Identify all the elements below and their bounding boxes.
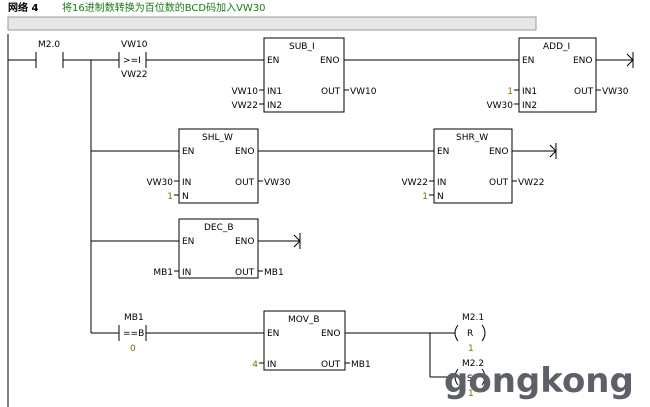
shr-w-n: N <box>437 192 444 202</box>
sub-i-eno: ENO <box>320 56 340 66</box>
shl-w-in: IN <box>182 178 191 188</box>
shl-w-eno: ENO <box>235 147 255 157</box>
mov-b-in-value: 4 <box>252 360 258 370</box>
coil-m2-2[interactable]: M2.2 S 1 <box>454 359 486 399</box>
shr-w-eno: ENO <box>489 147 509 157</box>
mov-b-name: MOV_B <box>288 315 320 325</box>
shr-w-out: OUT <box>489 178 509 188</box>
block-shl-w[interactable]: SHL_W EN ENO IN N OUT <box>178 128 259 204</box>
shr-w-n-value: 1 <box>422 192 428 202</box>
dec-b-eno: ENO <box>235 237 255 247</box>
block-mov-b[interactable]: MOV_B EN ENO IN OUT <box>263 310 346 371</box>
add-i-name: ADD_I <box>543 42 570 52</box>
dec-b-in-value: MB1 <box>153 268 173 278</box>
dec-b-en: EN <box>182 237 194 247</box>
mov-b-in: IN <box>267 360 276 370</box>
dec-b-name: DEC_B <box>204 223 234 233</box>
shl-w-out: OUT <box>235 178 255 188</box>
shl-w-in-value: VW30 <box>146 178 173 188</box>
shr-w-in-value: VW22 <box>401 178 428 188</box>
coil-m2-1-type: R <box>467 329 473 339</box>
dec-b-out: OUT <box>235 268 255 278</box>
compare-contact-ge[interactable]: VW10 >=I VW22 <box>118 40 148 80</box>
shl-w-n: N <box>182 192 189 202</box>
sub-i-out: OUT <box>321 87 341 97</box>
compare-ge-operator: >=I <box>123 56 141 66</box>
sub-i-out-value: VW10 <box>350 87 377 97</box>
sub-i-in1-value: VW10 <box>231 87 258 97</box>
compare-ge-operand1: VW10 <box>121 40 148 50</box>
shl-w-name: SHL_W <box>202 133 233 143</box>
add-i-out-value: VW30 <box>602 87 629 97</box>
contact-m2-0[interactable]: M2.0 <box>35 40 64 68</box>
eno-arrow-icon <box>626 52 634 68</box>
shr-w-out-value: VW22 <box>518 178 545 188</box>
compare-contact-eq[interactable]: MB1 ==B 0 <box>118 313 147 354</box>
coil-m2-1[interactable]: M2.1 R 1 <box>453 313 486 354</box>
block-shr-w[interactable]: SHR_W EN ENO IN N OUT <box>433 128 513 204</box>
mov-b-out: OUT <box>321 360 341 370</box>
compare-ge-operand2: VW22 <box>121 70 148 80</box>
shl-w-n-value: 1 <box>167 192 173 202</box>
shl-w-en: EN <box>182 147 194 157</box>
compare-eq-operand2: 0 <box>130 344 136 354</box>
watermark: gongkong <box>444 361 634 401</box>
add-i-in2: IN2 <box>522 101 537 111</box>
add-i-in1-value: 1 <box>507 87 513 97</box>
add-i-out: OUT <box>574 87 594 97</box>
block-sub-i[interactable]: SUB_I EN ENO IN1 IN2 OUT <box>263 37 345 113</box>
mov-b-out-value: MB1 <box>351 360 371 370</box>
sub-i-in1: IN1 <box>267 87 282 97</box>
add-i-in1: IN1 <box>522 87 537 97</box>
comment-bar[interactable] <box>7 16 537 31</box>
eno-arrow-icon <box>293 233 301 249</box>
contact-m2-0-address: M2.0 <box>38 40 60 50</box>
add-i-eno: ENO <box>573 56 593 66</box>
sub-i-name: SUB_I <box>289 42 315 52</box>
coil-m2-1-count: 1 <box>468 344 474 354</box>
coil-m2-2-address: M2.2 <box>462 359 484 369</box>
coil-m2-1-address: M2.1 <box>462 313 484 323</box>
shr-w-name: SHR_W <box>456 133 488 143</box>
dec-b-out-value: MB1 <box>264 268 284 278</box>
add-i-en: EN <box>522 56 534 66</box>
network-title: 网络 4 <box>8 1 38 14</box>
eno-arrow-icon <box>549 143 557 159</box>
coil-m2-2-count: 1 <box>468 389 474 399</box>
mov-b-eno: ENO <box>321 329 341 339</box>
compare-eq-operand1: MB1 <box>124 313 144 323</box>
compare-eq-operator: ==B <box>123 329 144 339</box>
block-dec-b[interactable]: DEC_B EN ENO IN OUT <box>178 218 259 279</box>
network-comment: 将16进制数转换为百位数的BCD码加入VW30 <box>62 1 266 14</box>
coil-m2-2-type: S <box>467 374 473 384</box>
mov-b-en: EN <box>267 329 279 339</box>
shr-w-en: EN <box>437 147 449 157</box>
sub-i-en: EN <box>267 56 279 66</box>
block-add-i[interactable]: ADD_I EN ENO IN1 IN2 OUT <box>518 37 597 113</box>
sub-i-in2-value: VW22 <box>231 101 258 111</box>
sub-i-in2: IN2 <box>267 101 282 111</box>
shr-w-in: IN <box>437 178 446 188</box>
add-i-in2-value: VW30 <box>486 101 513 111</box>
dec-b-in: IN <box>182 268 191 278</box>
shl-w-out-value: VW30 <box>264 178 291 188</box>
